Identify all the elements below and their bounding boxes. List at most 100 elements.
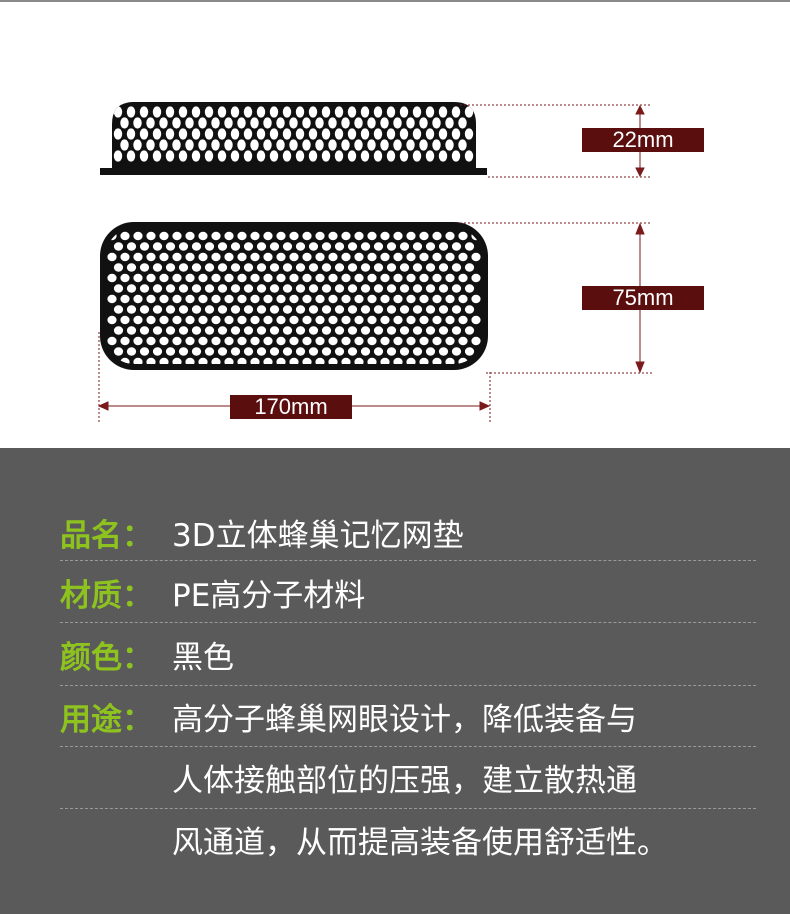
spec-value: 3D立体蜂巢记忆网垫 [172,518,464,554]
mesh-hole [328,336,338,346]
spec-label: 材质： [60,578,153,614]
mesh-hole [159,117,168,129]
mesh-hole [334,106,344,118]
mesh-hole [133,294,143,304]
mesh-hole [289,117,298,129]
mesh-hole [321,150,331,162]
mesh-hole [425,242,436,251]
mesh-hole [328,117,337,129]
mesh-hole [204,263,215,272]
mesh-hole [386,128,396,140]
mesh-hole [419,252,429,262]
mesh-hole [432,117,441,129]
mesh-hole [302,357,312,364]
mesh-hole [146,357,156,364]
mesh-hole [458,252,468,262]
mesh-hole [399,106,409,118]
mesh-hole [198,231,208,241]
mesh-hole [159,252,169,262]
mesh-hole [321,263,332,272]
mesh-hole [347,242,358,251]
mesh-hole [269,284,280,293]
mesh-hole [412,347,423,356]
mesh-hole [308,106,318,118]
mesh-hole [152,150,162,162]
mesh-hole [185,336,195,346]
mesh-hole [412,128,422,140]
mesh-hole [211,315,221,325]
mesh-hole [263,139,272,151]
mesh-hole [139,106,149,118]
mesh-hole [159,315,169,325]
mesh-hole [126,106,136,118]
spec-panel: 品名： 3D立体蜂巢记忆网垫 材质： PE高分子材料 颜色： 黑色 用途： 高分… [0,448,790,914]
mesh-hole [412,150,422,162]
mesh-hole [373,347,384,356]
mesh-hole [133,252,143,262]
mesh-hole [451,284,462,293]
mesh-hole [347,347,358,356]
mesh-hole [133,315,143,325]
mesh-hole [386,347,397,356]
mesh-hole [243,284,254,293]
mesh-hole [354,336,364,346]
mesh-hole [302,117,311,129]
mesh-hole [464,347,475,356]
mesh-hole [289,294,299,304]
mesh-hole [399,128,409,140]
mesh-hole [282,326,293,335]
mesh-hole [399,242,410,251]
mesh-hole [334,128,344,140]
mesh-hole [425,128,435,140]
mesh-hole [146,231,156,241]
mesh-hole [380,357,390,364]
mesh-hole [269,326,280,335]
mesh-hole [211,357,221,364]
mesh-hole [373,106,383,118]
mesh-hole [406,252,416,262]
mesh-hole [263,252,273,262]
mesh-hole [243,150,253,162]
mesh-hole [373,242,384,251]
mesh-hole [126,305,137,314]
mesh-hole [263,231,273,241]
mesh-hole [289,252,299,262]
mesh-hole [380,294,390,304]
mesh-hole [399,263,410,272]
mesh-hole [282,128,292,140]
mesh-hole [282,305,293,314]
mesh-hole [308,284,319,293]
mesh-hole [152,347,163,356]
mesh-hole [107,294,117,304]
mesh-hole [289,315,299,325]
mesh-hole [256,284,267,293]
mesh-hole [341,294,351,304]
mesh-hole [302,336,312,346]
mesh-hole [237,273,247,283]
mesh-hole [347,263,358,272]
mesh-hole [347,284,358,293]
mesh-hole [373,284,384,293]
mesh-hole [126,284,137,293]
mesh-hole [334,305,345,314]
mesh-hole [438,128,448,140]
mesh-hole [211,273,221,283]
mesh-hole [445,252,455,262]
mesh-hole [445,294,455,304]
mesh-hole [107,336,117,346]
mesh-hole [198,117,207,129]
mesh-hole [464,284,475,293]
mesh-hole [165,150,175,162]
mesh-hole [386,263,397,272]
mesh-hole [419,357,429,364]
mesh-hole [172,231,182,241]
mesh-hole [341,273,351,283]
mesh-hole [341,139,350,151]
mesh-hole [165,128,175,140]
spec-value: 人体接触部位的压强，建立散热通 [172,763,637,799]
mesh-hole [198,336,208,346]
mesh-hole [263,294,273,304]
mesh-hole [178,284,189,293]
mesh-hole [386,305,397,314]
mesh-hole [146,315,156,325]
